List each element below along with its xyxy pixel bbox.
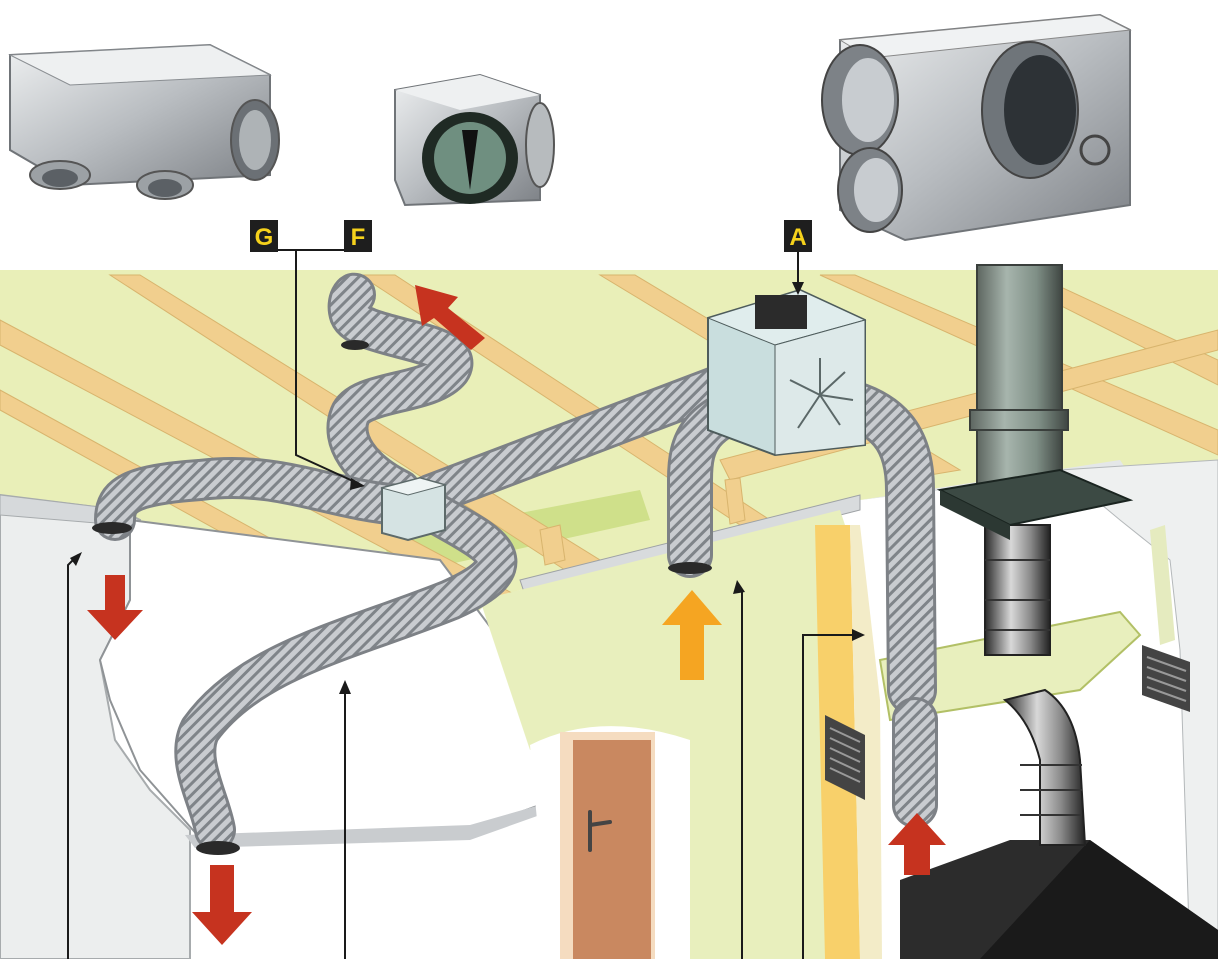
plenum-box-photo-g: [8, 43, 280, 200]
distribution-box-f: [380, 476, 447, 542]
door-handle: [588, 810, 612, 852]
kitchen-wall: [860, 459, 1218, 960]
chimney-flue: [936, 264, 1134, 540]
door: [573, 740, 651, 959]
range-hood: [900, 840, 1218, 959]
hood-duct: [984, 524, 1087, 846]
airflow-arrows: [87, 285, 946, 945]
arrow-down-red-2: [192, 865, 252, 945]
label-f-text: F: [351, 224, 366, 251]
ventilation-unit-photo-a: [821, 13, 1132, 242]
wall-grille-2: [1142, 645, 1190, 712]
room-wall: [480, 510, 860, 959]
arrow-up-left-red: [415, 285, 485, 350]
label-a: A: [784, 220, 812, 252]
arrow-down-red-1: [87, 575, 143, 640]
shelf: [878, 610, 1142, 722]
label-g-text: G: [255, 224, 274, 251]
arrow-up-red-3: [888, 813, 946, 875]
label-a-text: A: [789, 224, 806, 251]
tee-connector-photo-f: [394, 73, 555, 207]
label-f: F: [344, 220, 372, 252]
leader-arrowheads: [70, 282, 865, 694]
wall-grille-1: [825, 715, 865, 800]
arrow-up-orange: [662, 590, 722, 680]
ventilation-unit-a: [706, 288, 867, 457]
label-g: G: [250, 220, 278, 252]
ceiling-outlets: [92, 340, 712, 855]
